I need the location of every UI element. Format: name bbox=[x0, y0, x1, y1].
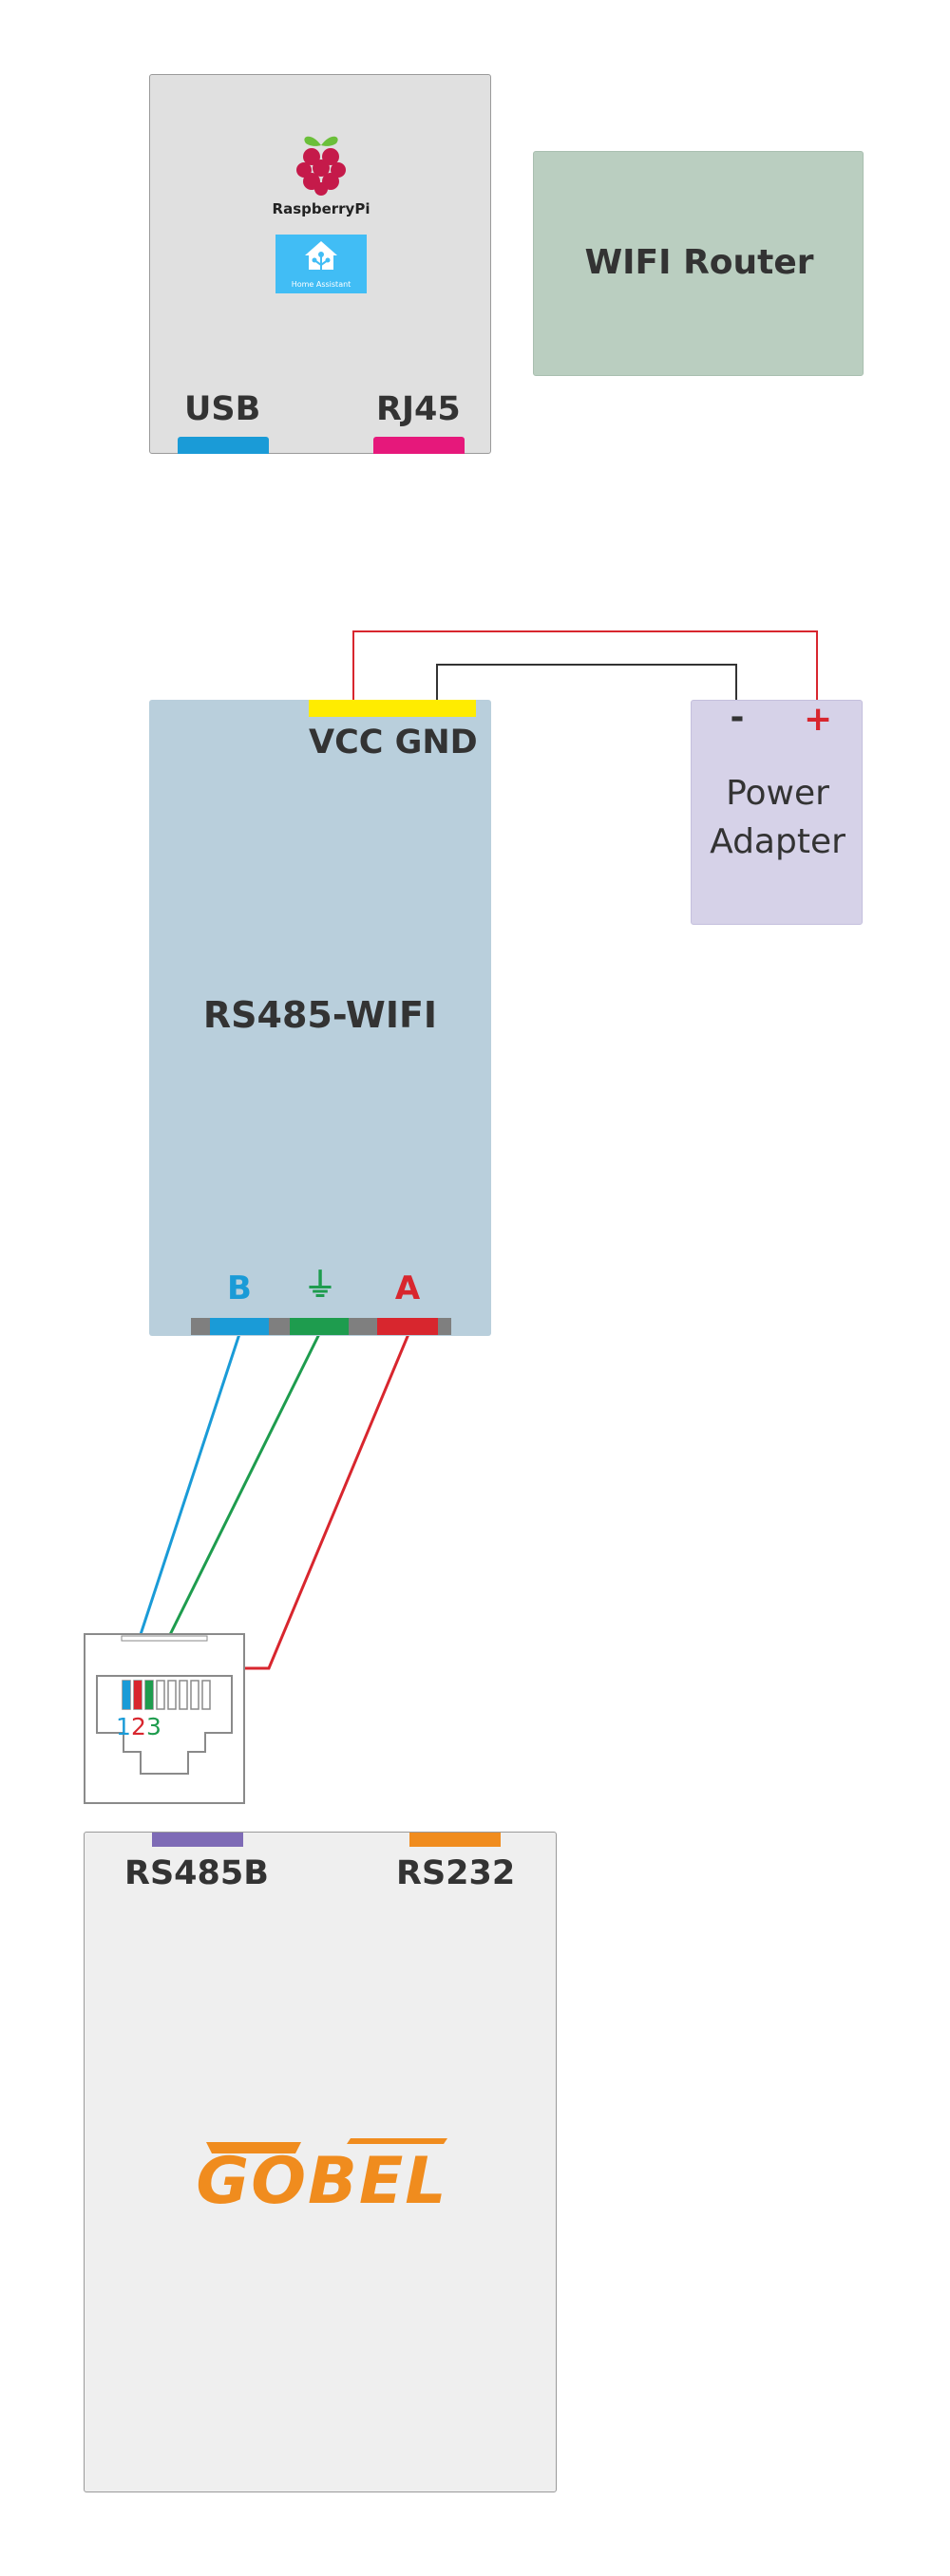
power-adapter-label-line2: Adapter bbox=[710, 822, 846, 861]
rj-connector: 1 2 3 bbox=[84, 1633, 245, 1804]
gobel-logo-swoosh-icon bbox=[206, 2138, 447, 2153]
usb-port bbox=[178, 437, 269, 454]
raspberry-pi-brand-label: RaspberryPi bbox=[272, 200, 370, 217]
power-adapter-box: - + Power Adapter bbox=[691, 700, 863, 925]
a-terminal-label: A bbox=[394, 1269, 421, 1307]
gobel-logo: GOBEL bbox=[189, 2125, 455, 2229]
rs232-port bbox=[409, 1833, 501, 1847]
red-a-wire bbox=[135, 1333, 410, 1681]
home-assistant-label: Home Assistant bbox=[291, 280, 352, 289]
ground-symbol-icon: ⏚ bbox=[304, 1267, 336, 1305]
power-adapter-label-line1: Power bbox=[726, 774, 829, 813]
raspberry-icon bbox=[296, 136, 346, 196]
rs232-label: RS232 bbox=[396, 1854, 516, 1892]
vcc-gnd-label: VCC GND bbox=[309, 724, 478, 762]
vcc-gnd-terminal bbox=[309, 700, 476, 717]
adapter-plus-label: + bbox=[804, 700, 833, 739]
rs485b-port bbox=[152, 1833, 243, 1847]
green-ground-wire bbox=[145, 1333, 321, 1682]
b-terminal bbox=[210, 1318, 269, 1335]
rs485b-label: RS485B bbox=[124, 1854, 269, 1892]
home-assistant-icon bbox=[305, 241, 337, 270]
blue-b-wire bbox=[124, 1333, 241, 1682]
rj-pin-2-label: 2 bbox=[131, 1713, 146, 1740]
rs485-wifi-label: RS485-WIFI bbox=[202, 994, 438, 1036]
rj45-label: RJ45 bbox=[376, 390, 461, 428]
usb-label: USB bbox=[184, 390, 261, 428]
wifi-router-label: WIFI Router bbox=[584, 243, 814, 282]
black-ground-wire bbox=[436, 664, 737, 700]
wifi-router-box: WIFI Router bbox=[533, 151, 864, 376]
rs485-wifi-box: VCC GND RS485-WIFI B ⏚ A bbox=[149, 700, 491, 1336]
rj-connector-outline bbox=[84, 1633, 245, 1804]
a-terminal bbox=[377, 1318, 438, 1335]
b-terminal-label: B bbox=[227, 1269, 252, 1307]
adapter-minus-label: - bbox=[730, 698, 745, 737]
red-power-wire bbox=[352, 630, 818, 700]
rj-pin-1-label: 1 bbox=[116, 1713, 131, 1740]
ground-terminal bbox=[290, 1318, 349, 1335]
raspberry-pi-box: RaspberryPi Home Assistant USB RJ45 bbox=[149, 74, 491, 454]
home-assistant-logo: Home Assistant bbox=[276, 235, 367, 293]
rj-pin-3-label: 3 bbox=[146, 1713, 162, 1740]
gobel-logo-text: GOBEL bbox=[196, 2144, 448, 2219]
gobel-device-box: RS485B RS232 GOBEL bbox=[84, 1832, 557, 2492]
rj45-port bbox=[373, 437, 465, 454]
